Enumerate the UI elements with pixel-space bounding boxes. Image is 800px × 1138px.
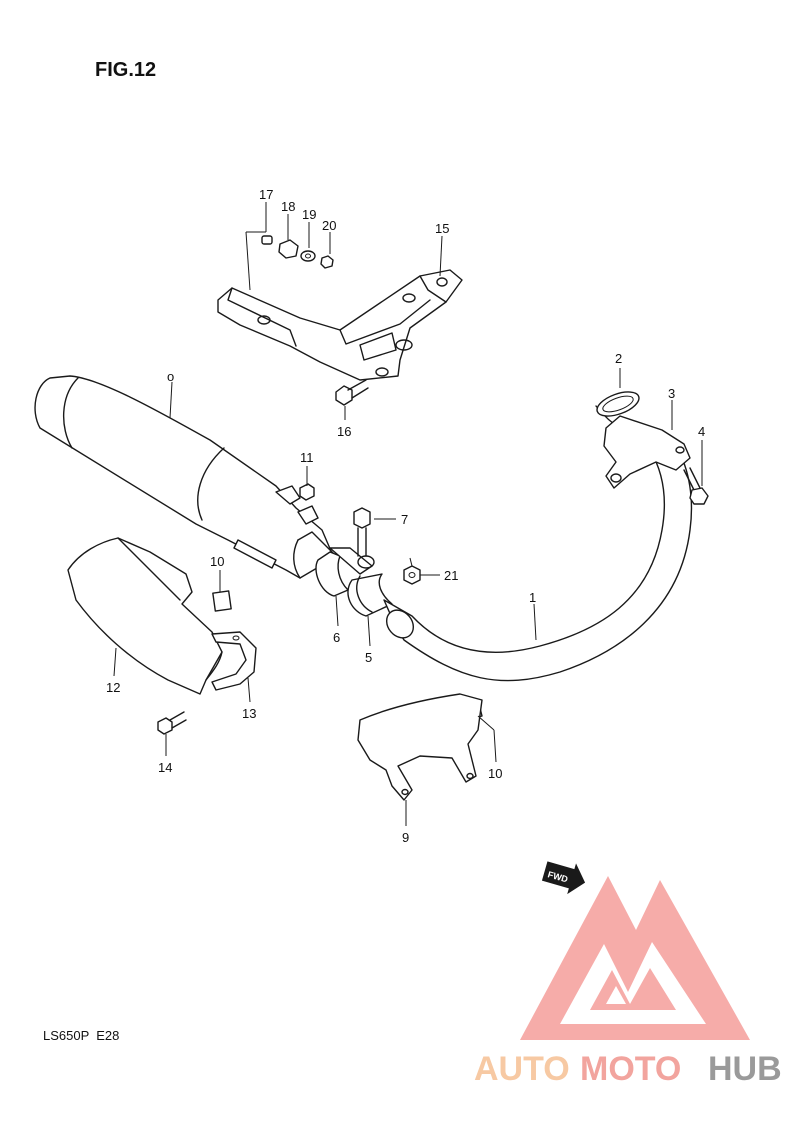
callout-marker-o: o — [167, 369, 174, 384]
screw-14 — [157, 711, 187, 735]
figure-title: FIG.12 — [95, 59, 156, 81]
callout-numbers: 17 18 19 20 15 16 o 11 7 21 2 3 4 1 6 5 … — [106, 187, 705, 845]
callout-4: 4 — [698, 424, 705, 439]
callout-13: 13 — [242, 706, 256, 721]
callout-5: 5 — [365, 650, 372, 665]
callout-10-upper: 10 — [210, 554, 224, 569]
callout-1: 1 — [529, 590, 536, 605]
callout-19: 19 — [302, 207, 316, 222]
flange-3 — [603, 415, 691, 489]
muffler — [34, 375, 337, 579]
logo-hub: HUB — [708, 1050, 782, 1088]
callout-10-lower: 10 — [488, 766, 502, 781]
callout-17: 17 — [259, 187, 273, 202]
automotohub-logo: AUTO MOTO HUB — [474, 876, 782, 1088]
forward-arrow-icon: FWD — [541, 861, 586, 895]
callout-6: 6 — [333, 630, 340, 645]
callout-14: 14 — [158, 760, 172, 775]
gasket-2 — [596, 391, 640, 417]
bolt-11 — [299, 483, 315, 501]
clamp-6 — [315, 547, 375, 597]
logo-auto: AUTO — [474, 1050, 570, 1088]
callout-18: 18 — [281, 199, 295, 214]
bolt-16 — [335, 379, 369, 406]
callout-20: 20 — [322, 218, 336, 233]
heat-shield-12 — [67, 537, 223, 695]
callout-21: 21 — [444, 568, 458, 583]
pad-10-upper — [212, 590, 232, 612]
callout-15: 15 — [435, 221, 449, 236]
bolt-4 — [683, 467, 709, 505]
callout-9: 9 — [402, 830, 409, 845]
nut-21 — [403, 565, 421, 585]
callout-12: 12 — [106, 680, 120, 695]
hardware-17-20 — [261, 235, 334, 269]
clamp-band-13 — [211, 631, 257, 691]
model-code: LS650P E28 — [43, 1028, 119, 1043]
logo-moto: MOTO — [580, 1050, 681, 1088]
bolt-7 — [353, 507, 371, 557]
leader-lines — [113, 202, 703, 826]
heat-shield-9 — [357, 693, 483, 801]
callout-16: 16 — [337, 424, 351, 439]
muffler-bracket — [217, 269, 463, 381]
callout-7: 7 — [401, 512, 408, 527]
callout-3: 3 — [668, 386, 675, 401]
callout-11: 11 — [300, 450, 314, 465]
callout-2: 2 — [615, 351, 622, 366]
gasket-5 — [347, 573, 393, 617]
